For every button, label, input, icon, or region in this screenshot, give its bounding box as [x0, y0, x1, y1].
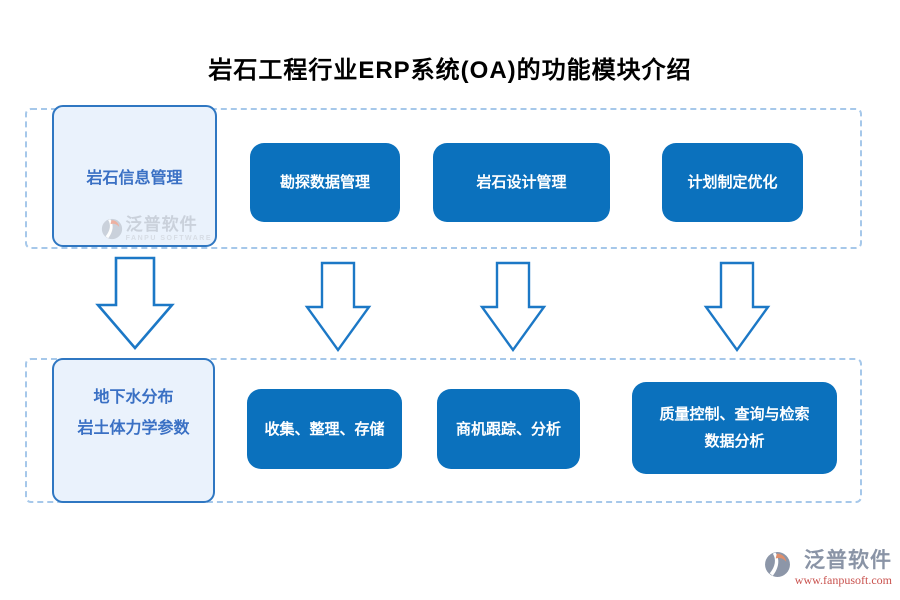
module-box-rock-design: 岩石设计管理	[433, 143, 610, 222]
module-label: 计划制定优化	[687, 174, 778, 191]
bottom-info-line: 岩土体力学参数	[77, 420, 190, 437]
box-watermark: 泛普软件 FANPU SOFTWARE	[101, 216, 212, 242]
bottom-info-box: 地下水分布 岩土体力学参数	[52, 358, 215, 503]
footer-brand: 泛普软件 www.fanpusoft.com	[764, 550, 892, 586]
footer-brand-name: 泛普软件	[804, 549, 892, 572]
watermark-brand: 泛普软件	[125, 215, 198, 234]
module-box-quality-query: 质量控制、查询与检索 数据分析	[632, 382, 837, 474]
module-label: 岩石设计管理	[476, 174, 567, 191]
bottom-row-container	[25, 358, 862, 503]
flow-arrows	[95, 256, 771, 353]
footer-brand-url: www.fanpusoft.com	[794, 573, 892, 587]
down-arrow-3	[479, 261, 547, 353]
module-label: 数据分析	[704, 433, 765, 450]
module-box-collect-store: 收集、整理、存储	[247, 389, 402, 469]
bottom-info-line: 地下水分布	[93, 389, 174, 406]
module-box-opportunity-track: 商机跟踪、分析	[437, 389, 580, 469]
module-box-survey-data: 勘探数据管理	[250, 143, 400, 222]
down-arrow-2	[304, 261, 372, 353]
watermark-subtitle: FANPU SOFTWARE	[125, 235, 212, 242]
module-label: 勘探数据管理	[279, 174, 370, 191]
module-label: 商机跟踪、分析	[455, 420, 561, 438]
top-info-box: 岩石信息管理 泛普软件 FANPU SOFTWARE	[52, 105, 217, 247]
page-title: 岩石工程行业ERP系统(OA)的功能模块介绍	[208, 57, 692, 84]
down-arrow-4	[703, 261, 771, 353]
module-label: 收集、整理、存储	[264, 420, 385, 438]
module-box-plan-optimize: 计划制定优化	[662, 143, 803, 222]
down-arrow-1	[95, 256, 175, 350]
top-row-container	[25, 108, 862, 249]
fanpu-logo-icon	[101, 218, 122, 240]
top-info-box-label: 岩石信息管理	[86, 170, 183, 187]
fanpu-logo-icon	[764, 552, 790, 577]
module-label: 质量控制、查询与检索	[659, 406, 810, 423]
